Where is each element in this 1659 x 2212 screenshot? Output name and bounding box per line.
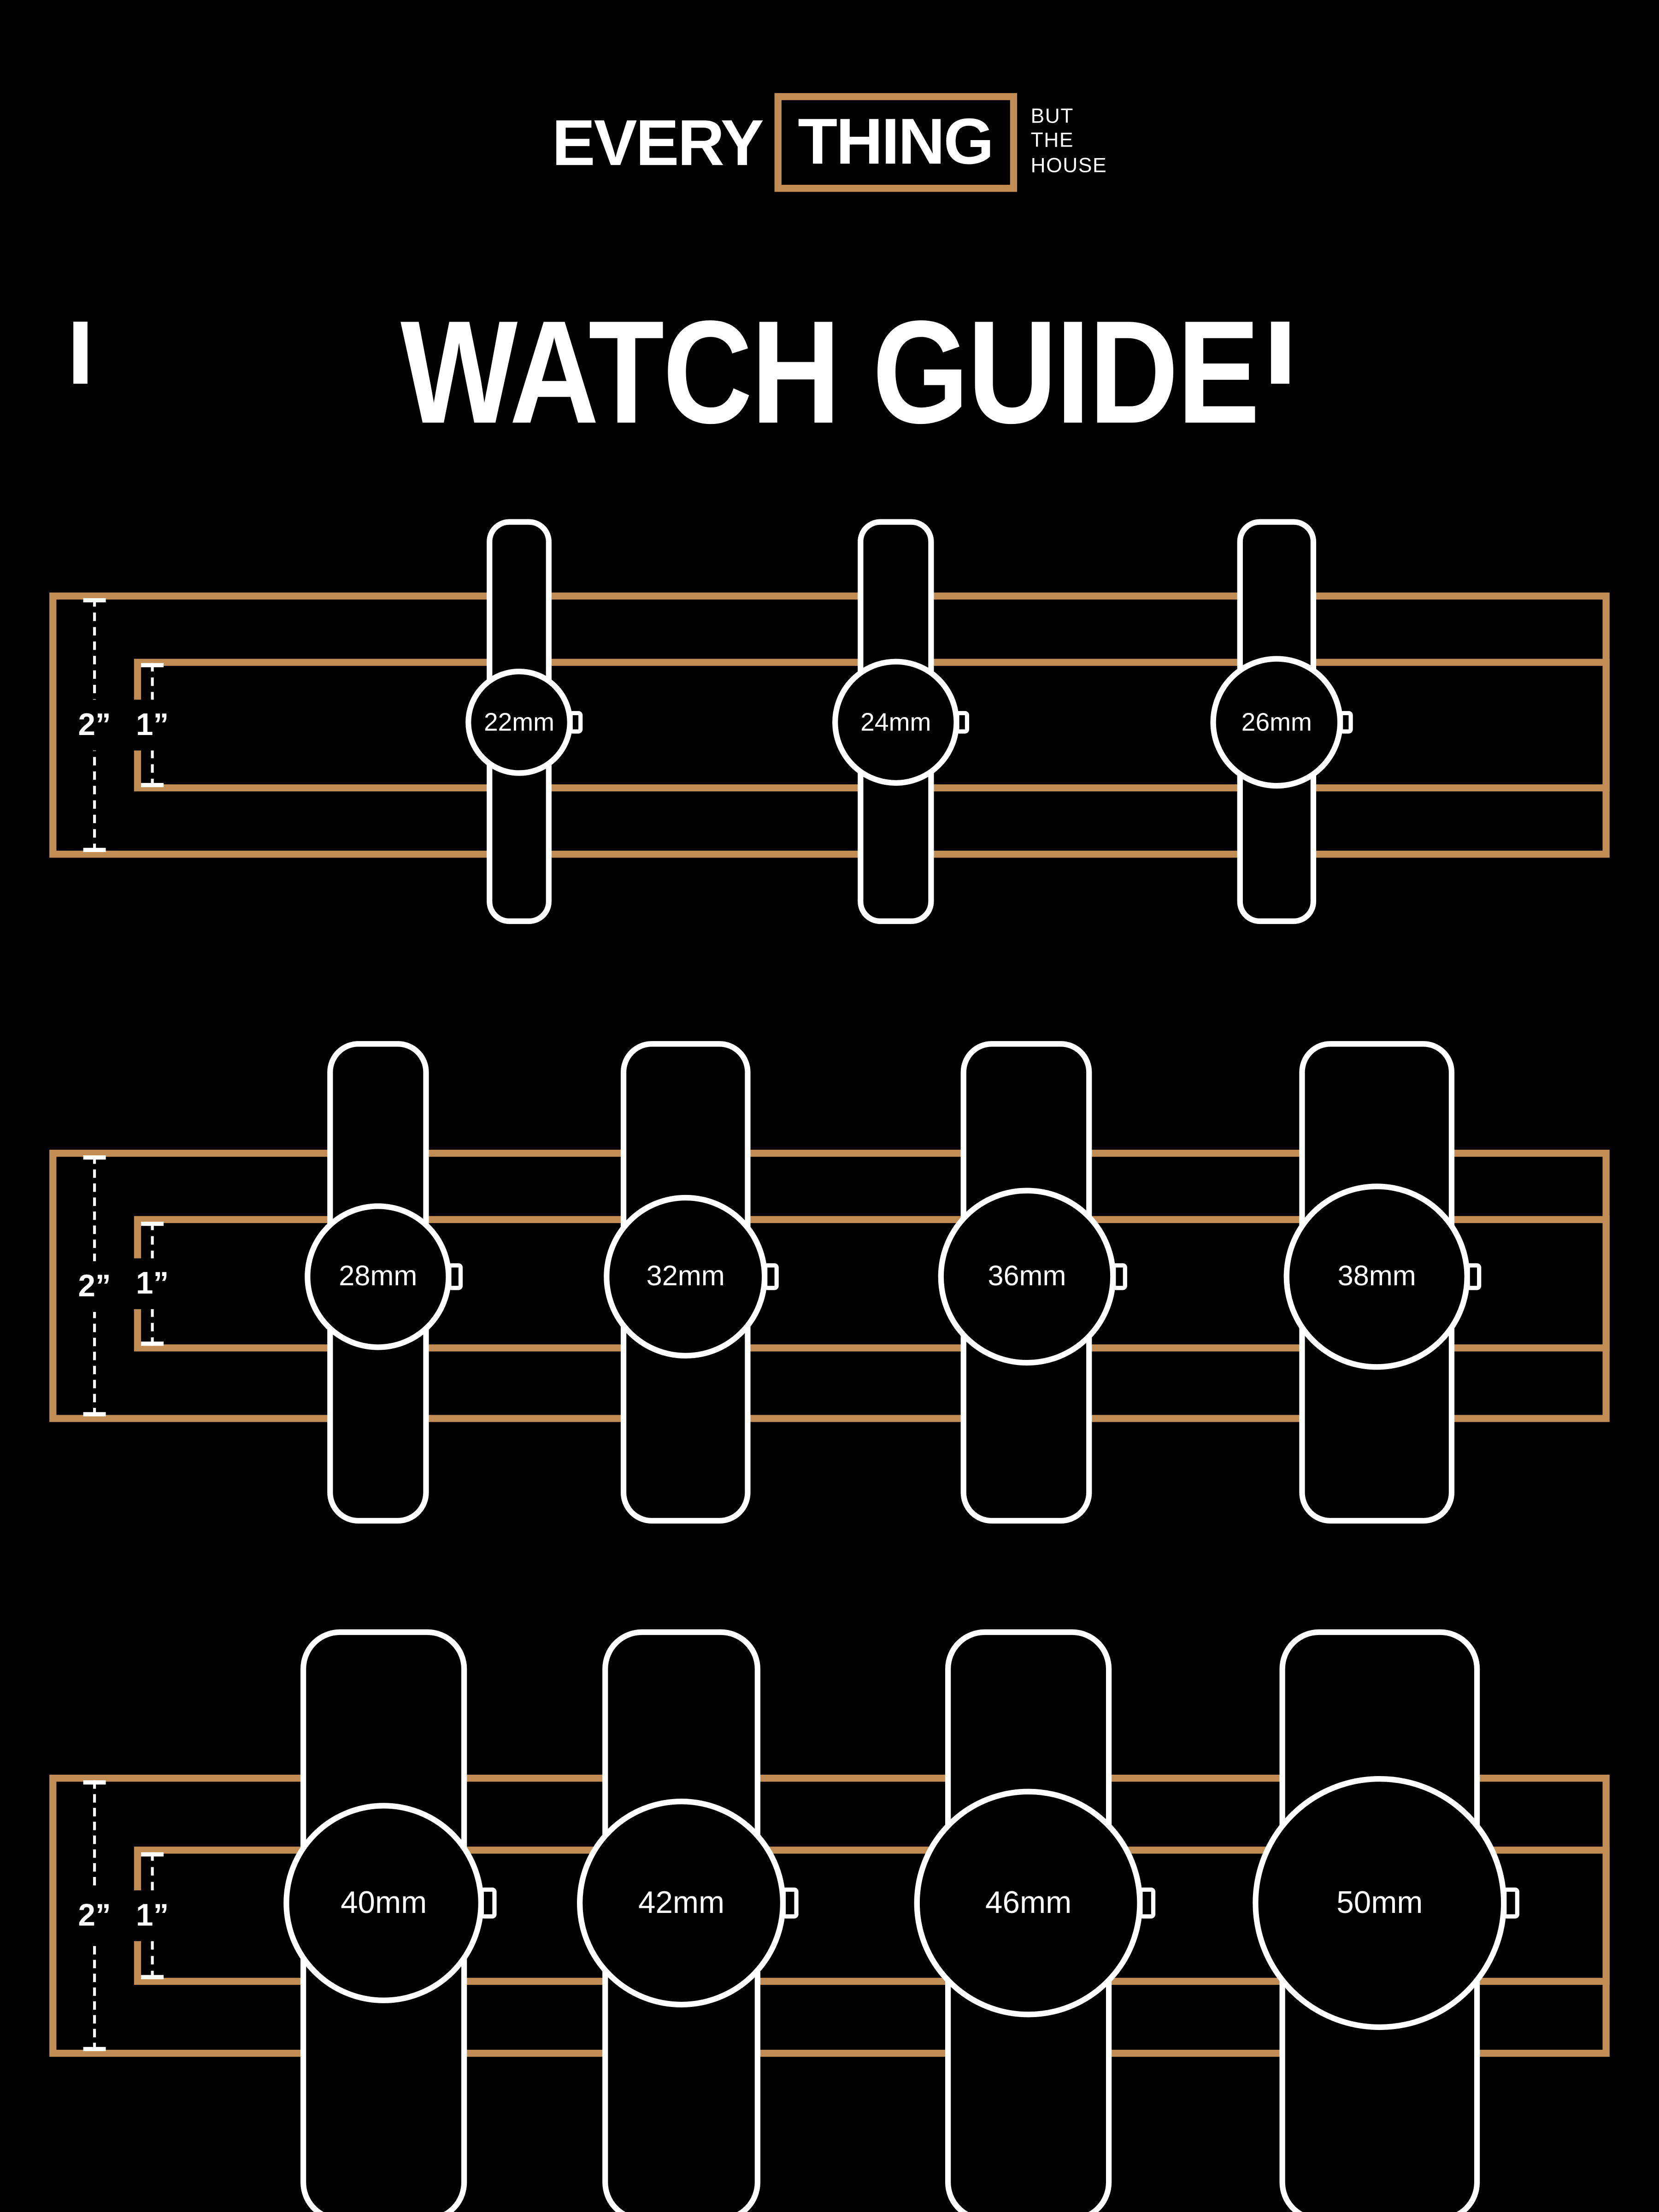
- dim-cap-bottom: [141, 782, 164, 788]
- dim-marker-1in-row1: 1”: [133, 663, 172, 788]
- dim-cap-top: [141, 1852, 164, 1857]
- dim-label-2in: 2”: [75, 1260, 114, 1312]
- brand-tagline-line-1: BUT: [1030, 106, 1074, 129]
- watch-size-label: 46mm: [985, 1884, 1072, 1920]
- watch-size-label: 40mm: [341, 1884, 427, 1920]
- dim-marker-2in-row1: 2”: [75, 598, 114, 852]
- dim-marker-1in-row3: 1”: [133, 1852, 172, 1979]
- dim-cap-bottom: [141, 1975, 164, 1979]
- watch-crown-icon: [1339, 711, 1353, 734]
- watch-crown-icon: [568, 711, 583, 734]
- brand-word-every: EVERY: [552, 106, 764, 179]
- watch-face: 40mm: [283, 1803, 497, 2003]
- dim-label-1in: 1”: [133, 1258, 172, 1309]
- watch-size-label: 50mm: [1336, 1884, 1423, 1920]
- dim-label-1in: 1”: [133, 700, 172, 751]
- dim-marker-2in-row2: 2”: [75, 1155, 114, 1417]
- page-title: WATCH GUIDE: [400, 289, 1260, 454]
- watch-face: 24mm: [832, 659, 970, 786]
- watch-crown-icon: [1112, 1263, 1127, 1290]
- dim-marker-1in-row2: 1”: [133, 1221, 172, 1346]
- watch-size-label: 26mm: [1241, 707, 1312, 736]
- dim-label-1in: 1”: [133, 1890, 172, 1941]
- brand-tagline-line-2: THE: [1030, 130, 1074, 153]
- watch-size-label: 38mm: [1337, 1260, 1416, 1292]
- brand-word-thing: THING: [798, 104, 994, 178]
- watch-crown-icon: [1138, 1887, 1156, 1919]
- brand-tagline-line-3: HOUSE: [1030, 154, 1107, 177]
- dim-cap-top: [83, 598, 106, 603]
- watch-face: 50mm: [1253, 1776, 1519, 2030]
- brand-logo: EVERY THING BUT THE HOUSE: [0, 93, 1659, 192]
- brand-word-thing-box: THING: [774, 93, 1017, 192]
- watch-size-label: 22mm: [483, 707, 555, 736]
- watch-size-label: 36mm: [988, 1260, 1066, 1292]
- watch-crown-icon: [447, 1263, 463, 1290]
- watch-size-label: 24mm: [860, 707, 931, 736]
- watch-size-label: 32mm: [646, 1260, 725, 1292]
- watch-crown-icon: [763, 1263, 779, 1290]
- dim-cap-bottom: [141, 1341, 164, 1346]
- brand-tagline: BUT THE HOUSE: [1031, 106, 1107, 179]
- watch-crown-icon: [1502, 1887, 1519, 1919]
- watch-face: 32mm: [604, 1194, 779, 1359]
- watch-crown-icon: [955, 711, 970, 734]
- title-tick-right: [1271, 321, 1289, 384]
- band-2in-row1: [49, 592, 1610, 858]
- watch-face: 22mm: [465, 669, 583, 776]
- watch-size-label: 42mm: [638, 1884, 725, 1920]
- dim-cap-bottom: [83, 847, 106, 852]
- title-tick-left: [73, 321, 88, 384]
- dim-cap-top: [83, 1780, 106, 1785]
- dim-cap-top: [141, 1221, 164, 1226]
- dim-cap-top: [141, 663, 164, 667]
- watch-crown-icon: [781, 1887, 799, 1919]
- watch-crown-icon: [479, 1887, 497, 1919]
- dim-cap-top: [83, 1155, 106, 1160]
- watch-crown-icon: [1465, 1263, 1482, 1290]
- dim-label-2in: 2”: [75, 1890, 114, 1941]
- dim-cap-bottom: [83, 2047, 106, 2051]
- watch-face: 46mm: [914, 1788, 1156, 2018]
- watch-face: 38mm: [1283, 1183, 1482, 1370]
- watch-face: 28mm: [305, 1203, 463, 1350]
- watch-face: 42mm: [577, 1799, 799, 2008]
- watch-face: 26mm: [1210, 656, 1353, 789]
- dim-marker-2in-row3: 2”: [75, 1780, 114, 2051]
- watch-face: 36mm: [938, 1188, 1127, 1366]
- dim-label-2in: 2”: [75, 700, 114, 751]
- watch-size-label: 28mm: [339, 1260, 418, 1292]
- dim-cap-bottom: [83, 1412, 106, 1417]
